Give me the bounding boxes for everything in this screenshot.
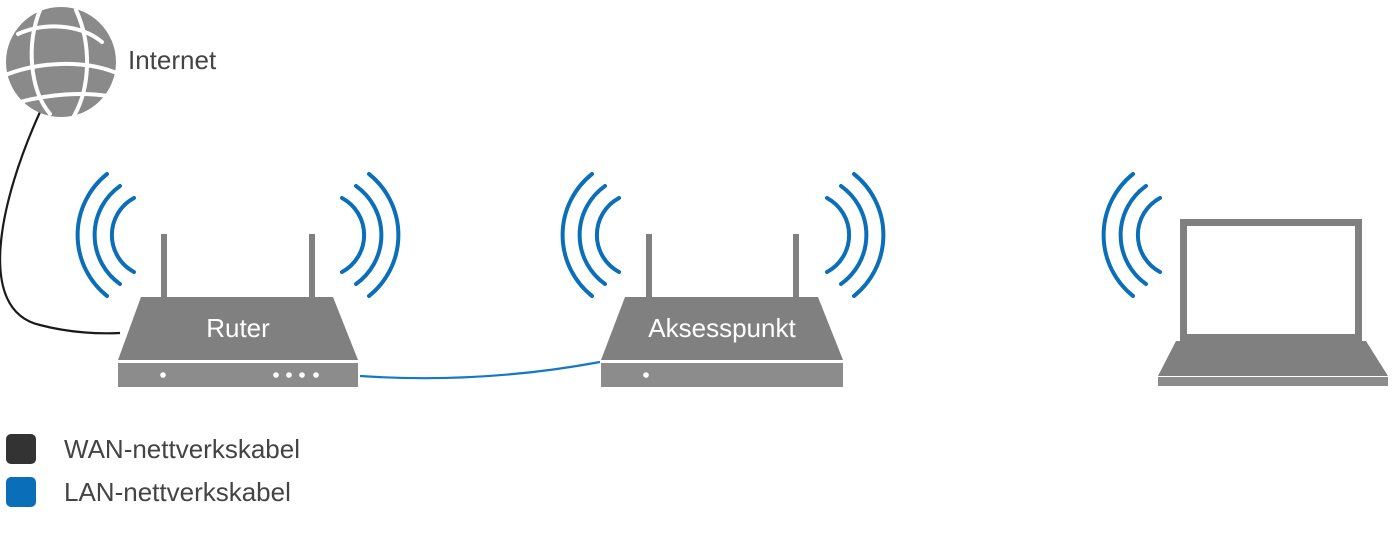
access-point-label: Aksesspunkt (648, 313, 796, 343)
laptop-icon (1158, 219, 1388, 386)
legend: WAN-nettverkskabel LAN-nettverkskabel (6, 434, 300, 520)
legend-label-lan: LAN-nettverkskabel (64, 477, 291, 507)
access-point-left-wifi-icon (560, 172, 621, 298)
wan-swatch (6, 434, 36, 464)
legend-item-lan: LAN-nettverkskabel (6, 477, 300, 507)
router-right-wifi-icon (340, 172, 401, 298)
access-point-right-wifi-icon (825, 172, 886, 298)
router-left-wifi-icon (75, 172, 136, 298)
wan-cable (0, 111, 121, 335)
internet-label: Internet (128, 45, 217, 75)
laptop-wifi-icon (1101, 172, 1162, 298)
lan-cable (359, 360, 601, 380)
legend-label-wan: WAN-nettverkskabel (64, 434, 300, 464)
lan-swatch (6, 477, 36, 507)
legend-item-wan: WAN-nettverkskabel (6, 434, 300, 464)
router-icon (118, 234, 358, 387)
router-label: Ruter (206, 313, 270, 343)
access-point-icon (601, 234, 843, 387)
globe-icon (6, 7, 116, 118)
